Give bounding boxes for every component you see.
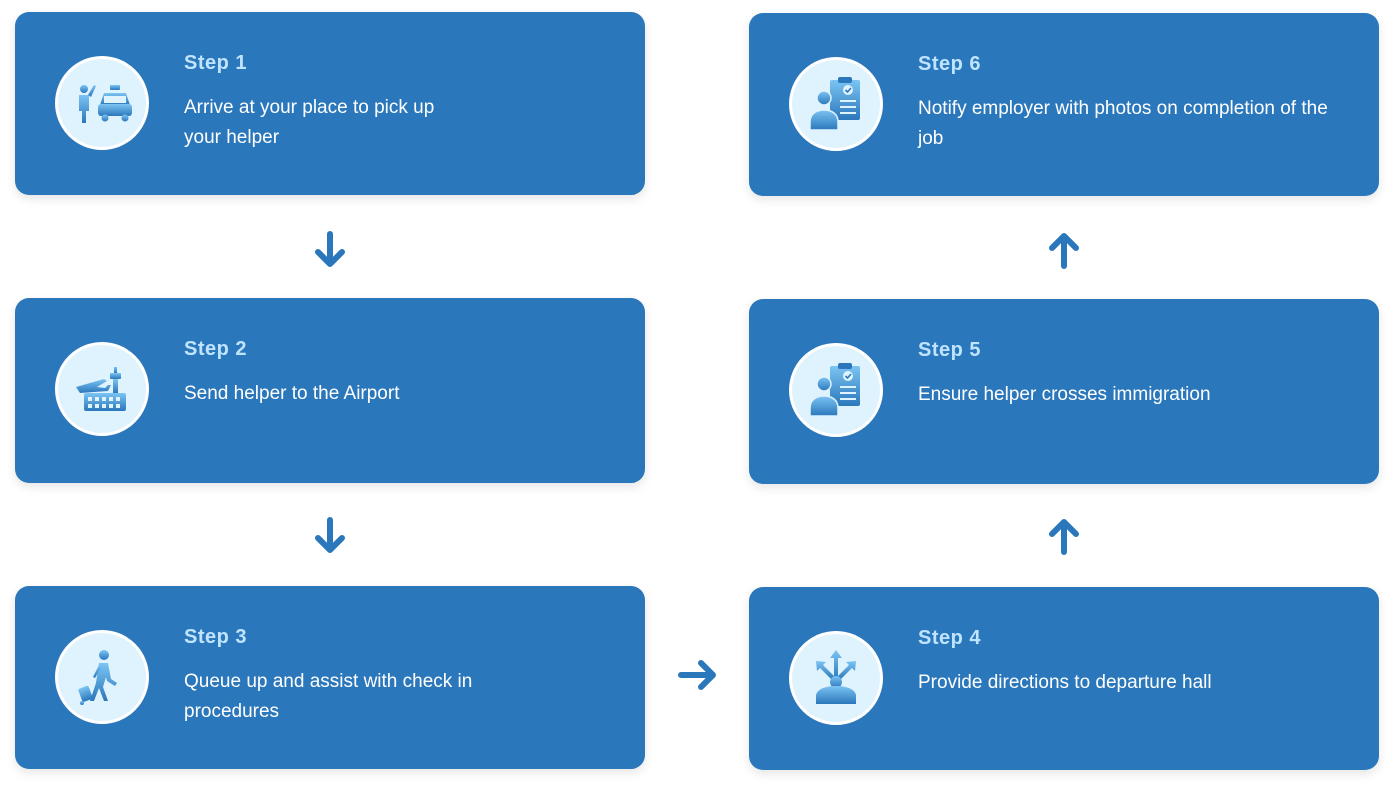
step-card-1: Step 1 Arrive at your place to pick up y… bbox=[15, 12, 645, 195]
step-card-2: Step 2 Send helper to the Airport bbox=[15, 298, 645, 483]
taxi-pickup-icon bbox=[55, 56, 149, 150]
arrow-down-icon bbox=[313, 516, 347, 556]
step-card-4: Step 4 Provide directions to departure h… bbox=[749, 587, 1379, 770]
step-description: Ensure helper crosses immigration bbox=[918, 384, 1211, 405]
step-description: Provide directions to departure hall bbox=[918, 672, 1212, 693]
step-description: Queue up and assist with check in proced… bbox=[184, 671, 473, 722]
step-title: Step 5 bbox=[918, 339, 982, 361]
step-description: Notify employer with photos on completio… bbox=[918, 98, 1328, 149]
step-title: Step 6 bbox=[918, 53, 982, 75]
step-title: Step 3 bbox=[184, 626, 248, 648]
step-title: Step 1 bbox=[184, 52, 248, 74]
step-card-5: Step 5 Ensure helper crosses immigration bbox=[749, 299, 1379, 484]
arrow-up-icon bbox=[1047, 230, 1081, 270]
directions-icon bbox=[789, 631, 883, 725]
traveler-luggage-icon bbox=[55, 630, 149, 724]
notify-checklist-icon bbox=[789, 57, 883, 151]
step-card-3: Step 3 Queue up and assist with check in… bbox=[15, 586, 645, 769]
airport-icon bbox=[55, 342, 149, 436]
step-description: Send helper to the Airport bbox=[184, 383, 400, 404]
arrow-up-icon bbox=[1047, 516, 1081, 556]
immigration-checklist-icon bbox=[789, 343, 883, 437]
step-title: Step 2 bbox=[184, 338, 248, 360]
step-description: Arrive at your place to pick up your hel… bbox=[184, 97, 435, 148]
arrow-down-icon bbox=[313, 230, 347, 270]
step-title: Step 4 bbox=[918, 627, 982, 649]
step-card-6: Step 6 Notify employer with photos on co… bbox=[749, 13, 1379, 196]
arrow-right-icon bbox=[677, 658, 717, 692]
